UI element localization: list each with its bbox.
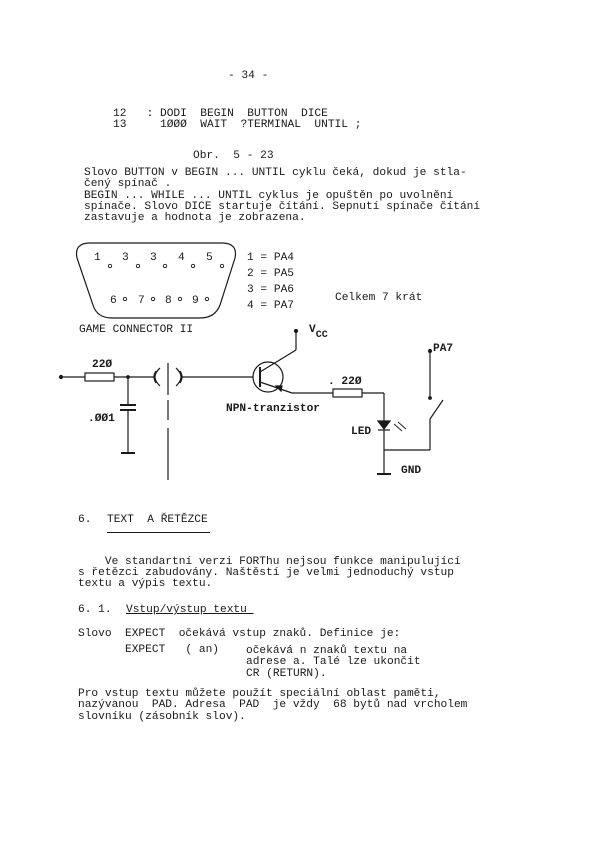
connector-note: Celkem 7 krát [335,292,423,304]
vcc-subscript: CC [315,330,328,341]
pin-label: 5 [206,252,213,264]
transistor-npn [252,361,284,393]
code-line: 12 : DODI BEGIN BUTTON DICE [113,108,328,120]
resistor-r1 [84,372,115,382]
expect-definition: EXPECT ( an) [125,644,219,656]
expect-description: očekává n znaků textu na [246,645,408,657]
pin-label: 3 [122,252,129,264]
paragraph-line: zastavuje a hodnota je zobrazena. [84,212,306,224]
pin-label: 9 [192,295,199,307]
code-line: 13 1ØØØ WAIT ?TERMINAL UNTIL ; [113,119,362,131]
title-underline [107,532,210,533]
led-diode [376,420,392,430]
expect-description: CR (RETURN). [246,668,327,680]
paragraph-line: s řetězci zabudovány. Naštěstí je velmi … [78,567,454,579]
connector-holes [107,263,225,302]
c1-label: .ØØ1 [88,413,115,425]
paragraph-line: textu a výpis textu. [78,578,213,590]
gnd-label: GND [401,465,422,477]
r1-label: 22Ø [92,359,113,371]
led-label: LED [351,426,372,438]
pin-mapping: 1 = PA4 [247,252,294,264]
pin-label: 1 [94,252,101,264]
expect-intro: Slovo EXPECT očekává vstup znaků. Defini… [78,628,401,640]
pin-mapping: 4 = PA7 [247,300,294,312]
pin-label: 4 [178,252,185,264]
paragraph-line: Slovo BUTTON v BEGIN ... UNTIL cyklu ček… [84,167,467,179]
section-title-text: TEXT A ŘETĚZCE [107,514,208,526]
figure-caption: Obr. 5 - 23 [193,150,274,162]
vcc-label: VCC [309,324,328,341]
r2-label: . 22Ø [328,376,362,388]
paragraph-line: slovníku (zásobník slov). [78,711,246,723]
section-title: TEXT A ŘETĚZCE [107,514,210,530]
connector-outline [75,242,237,319]
section-number: 6. [78,514,92,526]
paragraph-line: Ve standartní verzi FORThu nejsou funkce… [78,556,461,568]
pin-label: 8 [165,295,172,307]
pa7-label: PA7 [433,343,454,355]
vcc-text: V [309,324,316,336]
plug-connector [153,367,183,387]
paragraph-line: spínače. Slovo DICE startuje čítání. Sep… [84,201,481,213]
connector-label: GAME CONNECTOR II [79,324,194,336]
page-number: - 34 - [228,70,269,82]
paragraph-line: BEGIN ... WHILE ... UNTIL cyklus je opuš… [84,190,454,202]
subsection-title: Vstup/výstup textu [126,604,254,616]
pin-label: 6 [110,295,117,307]
pin-mapping: 2 = PA5 [247,268,294,280]
expect-description: adrese a. Talé lze ukončit [246,656,421,668]
pin-label: 7 [138,295,145,307]
paragraph-line: Pro vstup textu můžete použít speciální … [78,688,441,700]
paragraph-line: nazývanou PAD. Adresa PAD je vždy 68 byt… [78,699,468,711]
switch [429,399,444,420]
paragraph-line: čený spínač . [84,178,172,190]
transistor-label: NPN-tranzistor [226,403,320,415]
resistor-r2 [332,388,363,398]
pin-label: 3 [150,252,157,264]
subsection-number: 6. 1. [78,604,112,616]
pin-mapping: 3 = PA6 [247,284,294,296]
